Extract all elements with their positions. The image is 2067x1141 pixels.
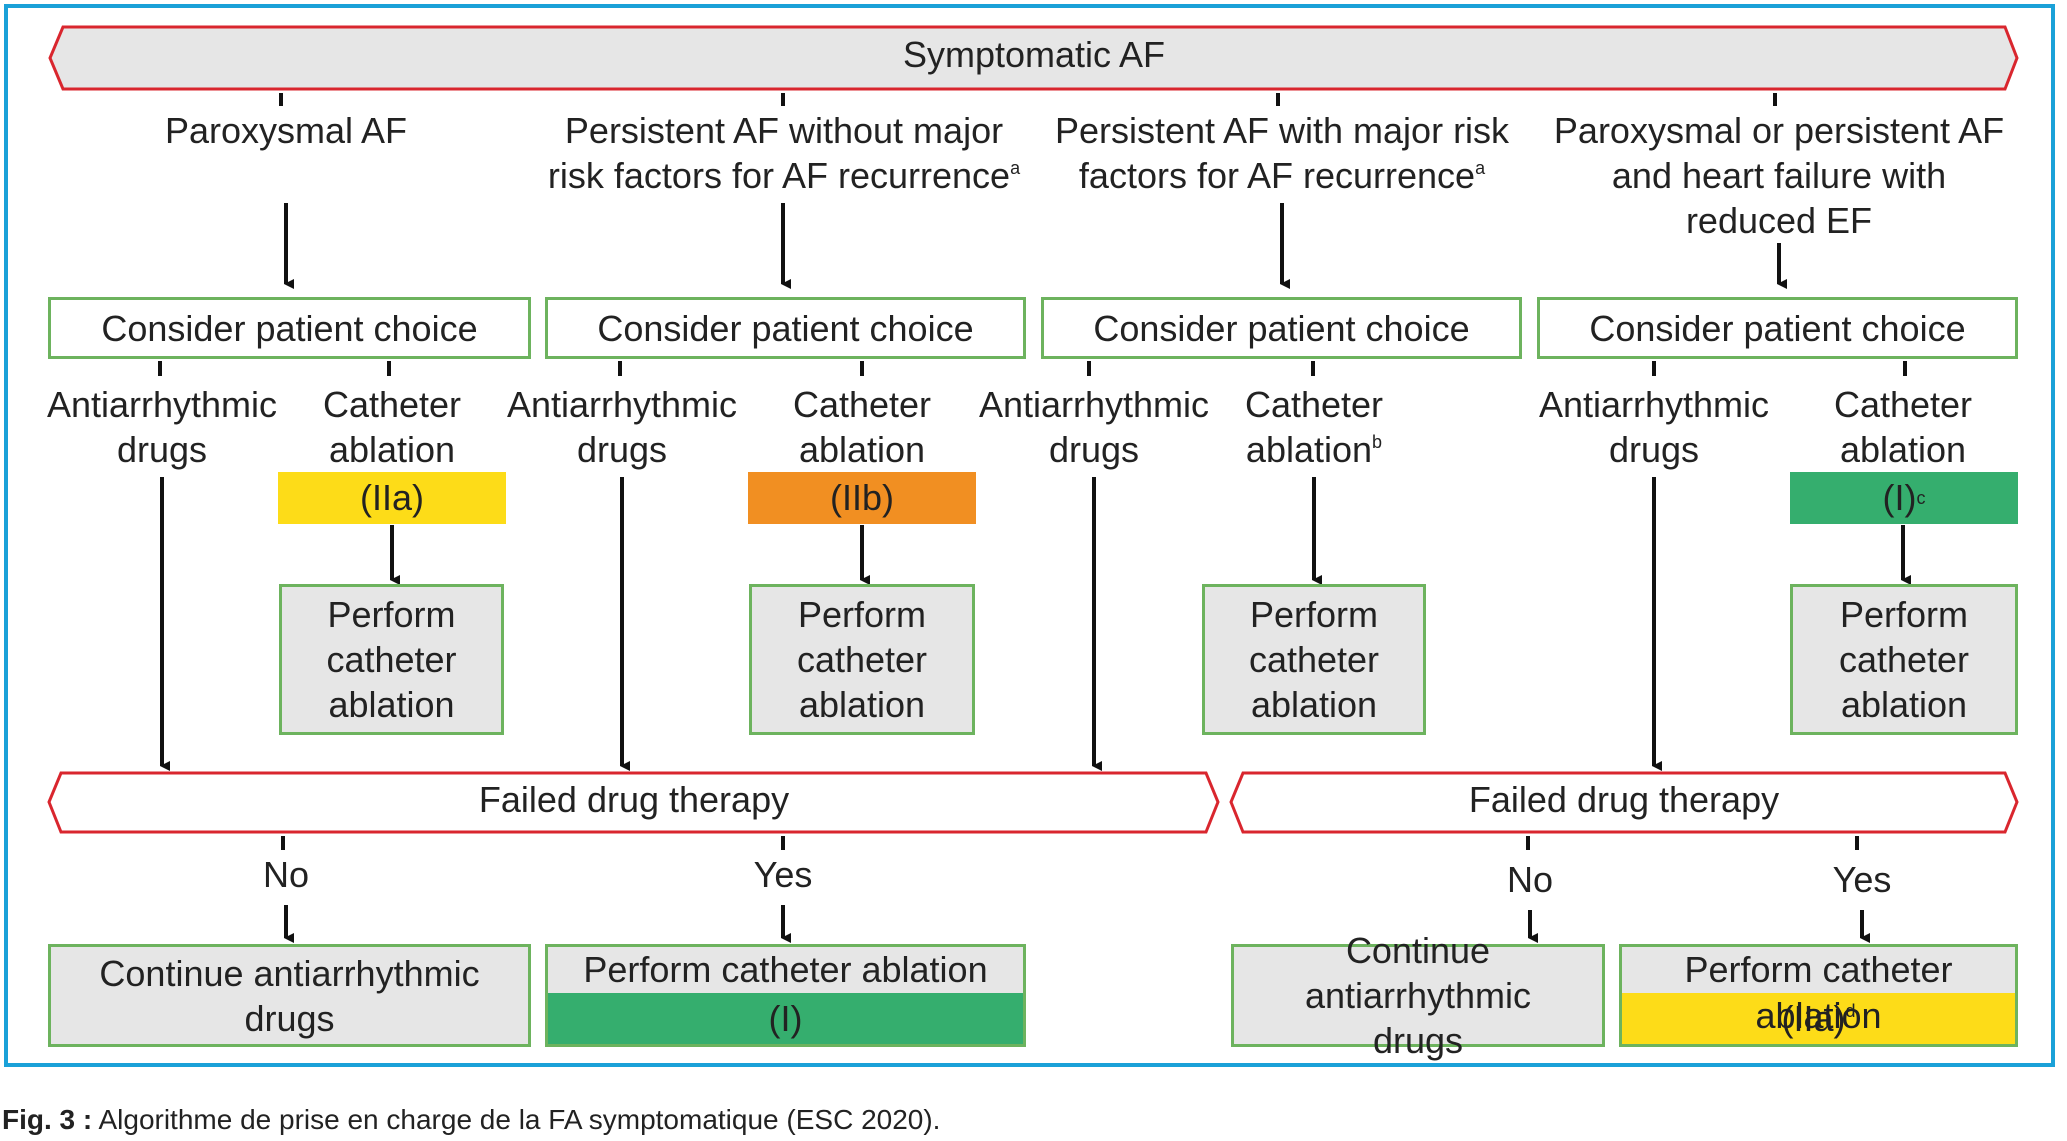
category-paroxysmal: Paroxysmal AF <box>164 110 408 151</box>
symptomatic-af-node <box>48 25 2019 91</box>
figure-caption: Fig. 3 : Algorithme de prise en charge d… <box>2 1104 941 1135</box>
yes-label-left: Yes <box>753 854 813 895</box>
failed-label-left: Failed drug therapy <box>478 779 790 820</box>
outcome-grade-i: (I) <box>548 993 1023 1044</box>
category-persistent-risk: Persistent AF with major risk factors fo… <box>1054 110 1510 196</box>
category-heart-failure: Paroxysmal or persistent AF and heart fa… <box>1553 110 2005 241</box>
grade-i-bar: (I)c <box>1790 472 2018 524</box>
grade-iia-bar: (IIa) <box>278 472 506 524</box>
no-label-right: No <box>1506 859 1554 900</box>
yes-label-right: Yes <box>1832 859 1892 900</box>
grade-iib-bar: (IIb) <box>748 472 976 524</box>
failed-drug-therapy-node-left <box>47 771 1220 834</box>
consider-choice-3: Consider patient choice <box>1041 297 1522 359</box>
perform-ablation-outcome-right: Perform catheter ablation (IIa)d <box>1619 944 2018 1047</box>
no-label-left: No <box>262 854 310 895</box>
symptomatic-af-label: Symptomatic AF <box>902 34 1166 75</box>
perform-ablation-outcome-left: Perform catheter ablation (I) <box>545 944 1026 1047</box>
consider-choice-1: Consider patient choice <box>48 297 531 359</box>
category-persistent-no-risk: Persistent AF without major risk factors… <box>547 110 1021 196</box>
outcome-grade-iia: (IIa)d <box>1622 993 2015 1044</box>
consider-choice-2: Consider patient choice <box>545 297 1026 359</box>
consider-choice-4: Consider patient choice <box>1537 297 2018 359</box>
figure-frame <box>4 4 2055 1067</box>
failed-drug-therapy-node-right <box>1229 771 2019 834</box>
failed-label-right: Failed drug therapy <box>1468 779 1780 820</box>
